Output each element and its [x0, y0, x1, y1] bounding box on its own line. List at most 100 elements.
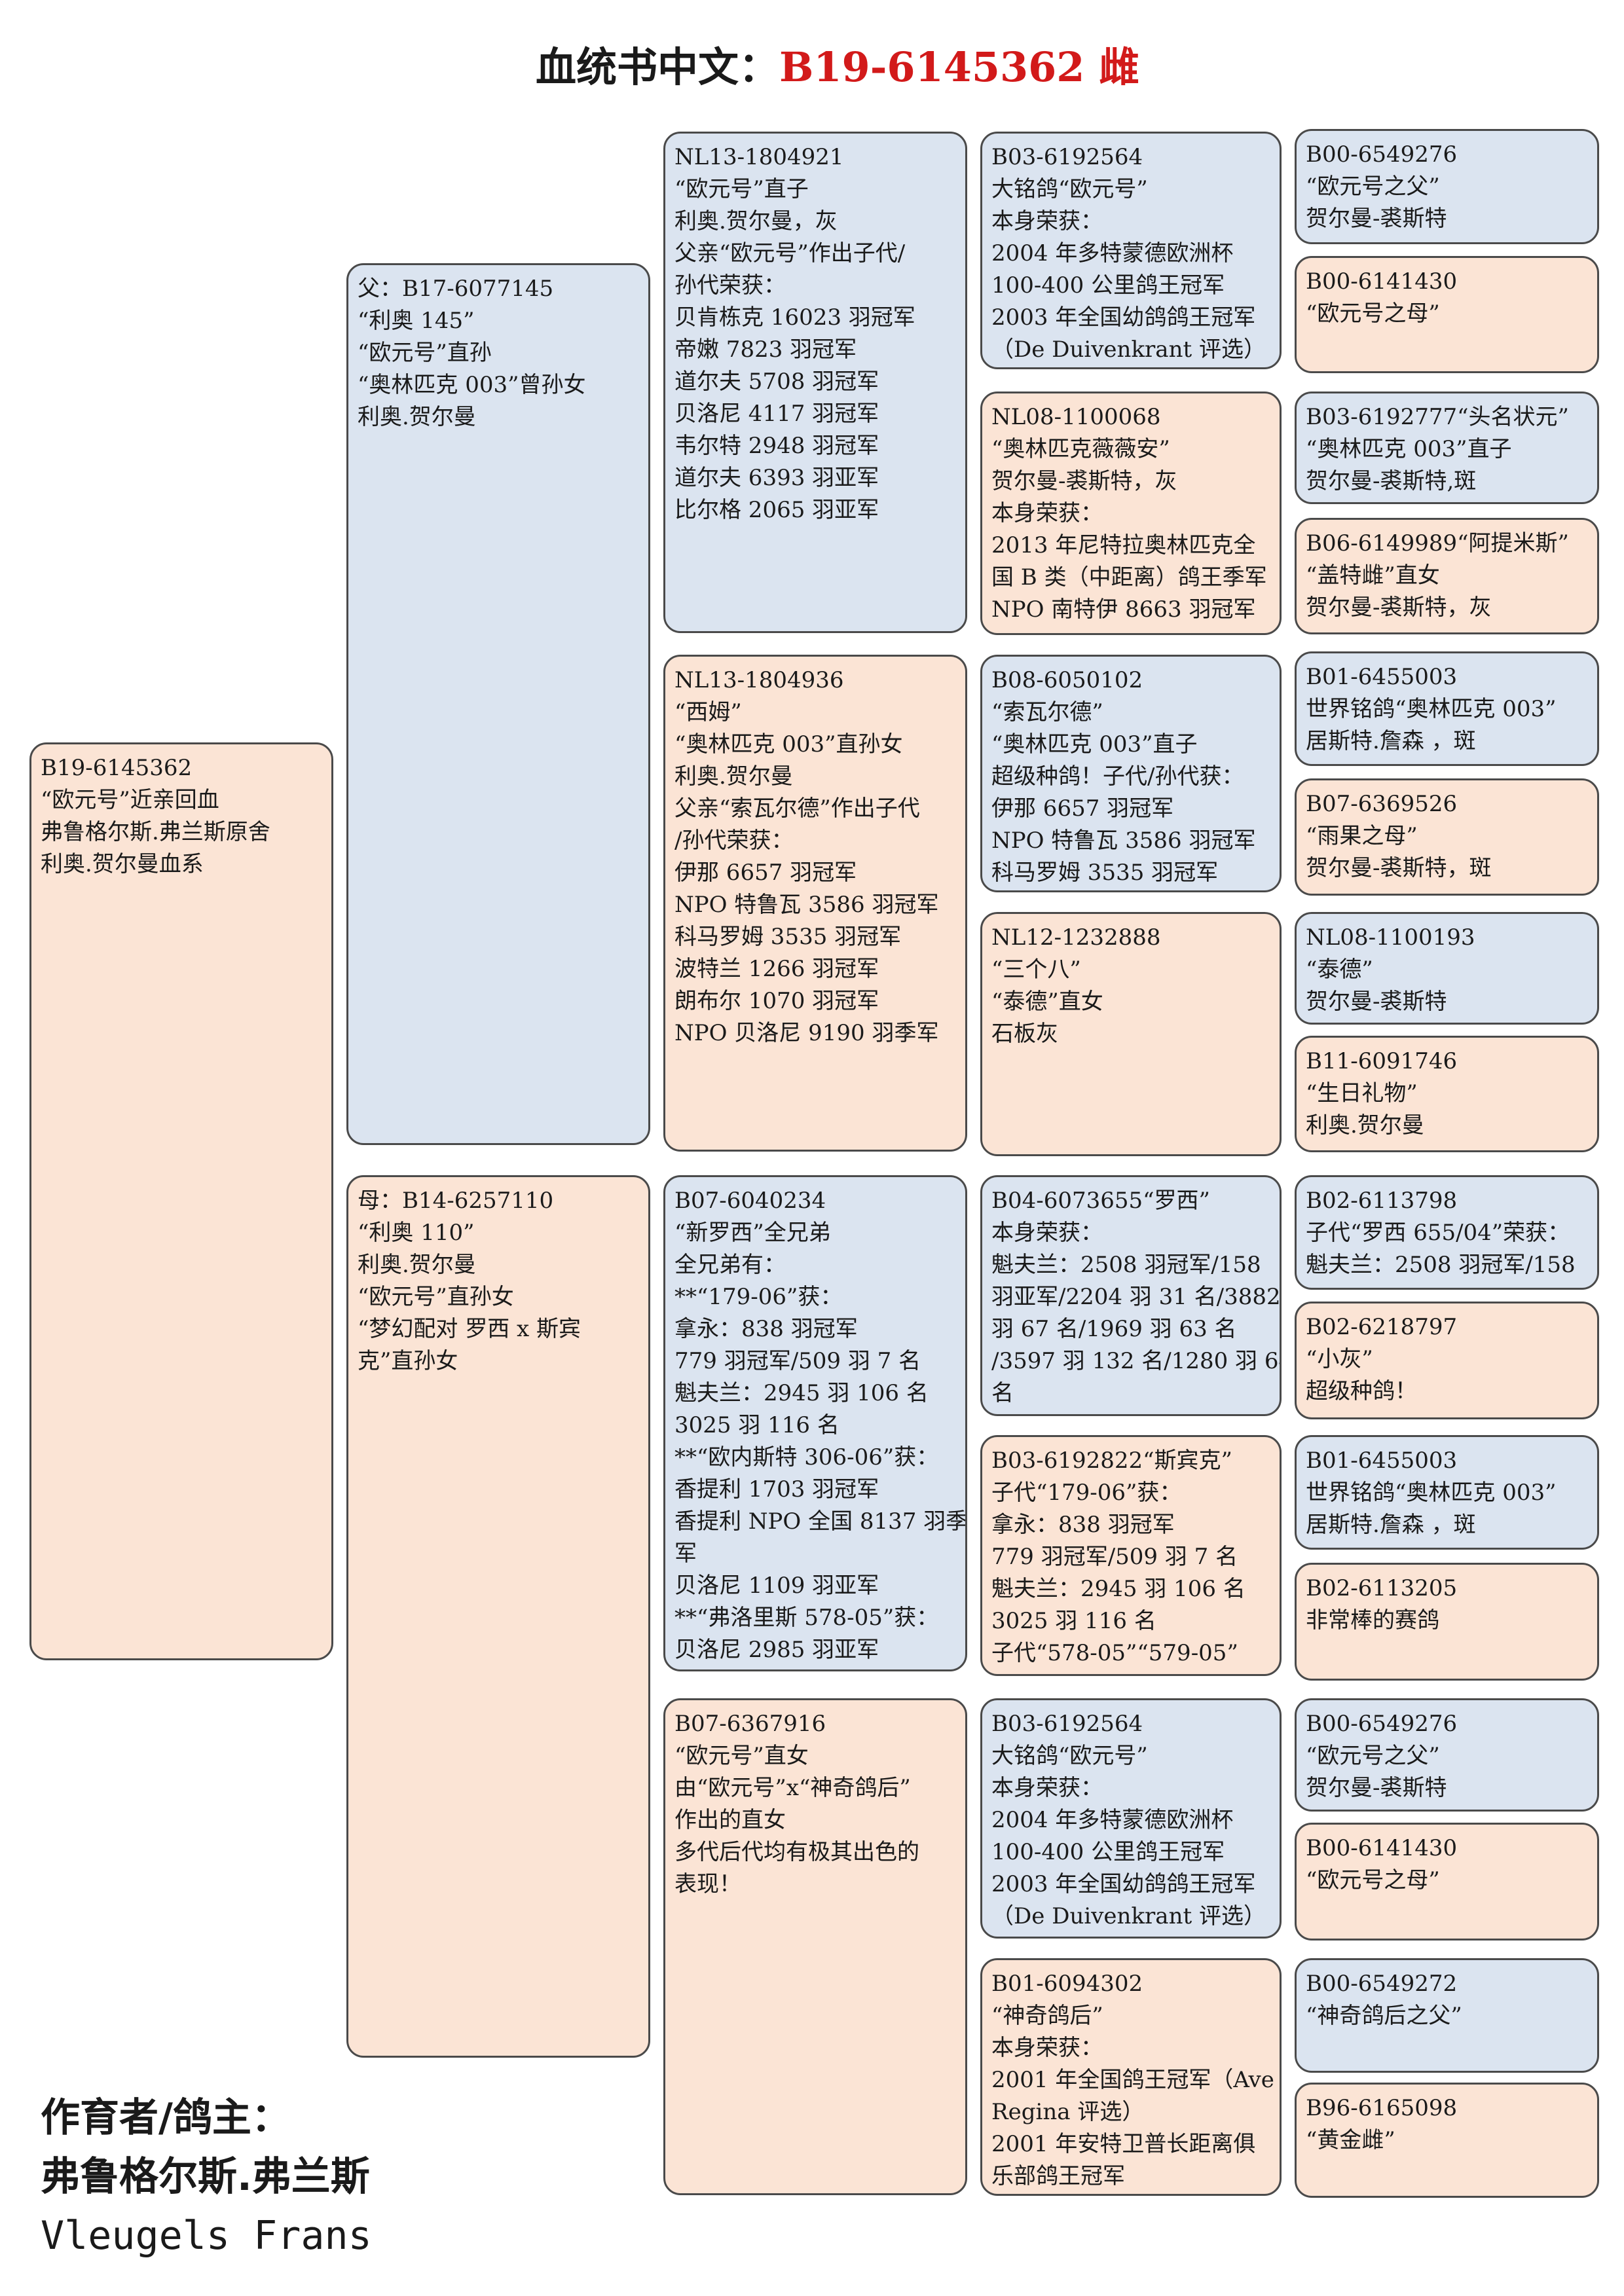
pedigree-line: 利奥.贺尔曼 — [674, 763, 793, 790]
pedigree-line: 本身荣获： — [991, 1775, 1103, 1801]
pedigree-line: NL08-1100193 — [1306, 924, 1475, 951]
pedigree-line: B07-6040234 — [674, 1188, 826, 1214]
pedigree-line: 乐部鸽王冠军 — [991, 2163, 1125, 2189]
sire-box: 父：B17-6077145“利奥 145”“欧元号”直孙“奥林匹克 003”曾孙… — [346, 263, 650, 1145]
pedigree-line: 利奥.贺尔曼，灰 — [674, 208, 838, 234]
pedigree-line: 大铭鸽“欧元号” — [991, 176, 1148, 202]
pedigree-line: 子代“179-06”获： — [991, 1480, 1182, 1506]
pedigree-line: NL13-1804936 — [674, 667, 844, 693]
pedigree-line: 2003 年全国幼鸽鸽王冠军 — [991, 1871, 1256, 1897]
grandparent-box: NL13-1804936 “西姆” “奥林匹克 003”直孙女利奥.贺尔曼父亲“索瓦… — [663, 655, 967, 1152]
pedigree-line: /3597 羽 132 名/1280 羽 64 — [991, 1348, 1282, 1374]
pedigree-line: B01-6455003 — [1306, 664, 1458, 690]
pedigree-line: 3025 羽 116 名 — [991, 1608, 1156, 1634]
pedigree-line: NL12-1232888 — [991, 924, 1161, 951]
pedigree-line: 子代“罗西 655/04”荣获： — [1306, 1220, 1570, 1246]
pedigree-line: 779 羽冠军/509 羽 7 名 — [991, 1544, 1238, 1570]
pedigree-line: 国 B 类（中距离）鸽王季军 — [991, 564, 1267, 591]
breeder-name-en: Vleugels Frans — [41, 2213, 372, 2259]
pedigree-line: B04-6073655“罗西” — [991, 1188, 1210, 1214]
pedigree-line: “小灰” — [1306, 1346, 1373, 1372]
pedigree-line: 2003 年全国幼鸽鸽王冠军 — [991, 304, 1256, 331]
pedigree-line: （De Duivenkrant 评选） — [991, 337, 1266, 363]
pedigree-line: 贝洛尼 2985 羽亚军 — [674, 1637, 879, 1663]
pedigree-line: NPO 特鲁瓦 3586 羽冠军 — [991, 828, 1256, 854]
great-great-grandparent-box: NL08-1100193“泰德”贺尔曼-裘斯特 — [1295, 912, 1599, 1025]
grandparent-box: B07-6367916“欧元号”直女由“欧元号”x“神奇鸽后”作出的直女多代后代… — [663, 1698, 967, 2195]
pedigree-line: “欧元号之母” — [1306, 301, 1440, 327]
pedigree-line: 超级种鸽！ — [1306, 1378, 1417, 1404]
pedigree-line: 由“欧元号”x“神奇鸽后” — [674, 1775, 911, 1801]
pedigree-line: “利奥 145” — [358, 308, 475, 334]
pedigree-line: “泰德”直女 — [991, 989, 1103, 1015]
pedigree-line: “盖特雌”直女 — [1306, 562, 1440, 589]
pedigree-line: 779 羽冠军/509 羽 7 名 — [674, 1348, 921, 1374]
pedigree-line: 2004 年多特蒙德欧洲杯 — [991, 240, 1234, 266]
pedigree-line: B03-6192564 — [991, 1711, 1143, 1737]
great-grandparent-box: NL12-1232888“三个八”“泰德”直女石板灰 — [980, 912, 1282, 1156]
great-great-grandparent-box: B00-6549276“欧元号之父”贺尔曼-裘斯特 — [1295, 1698, 1599, 1812]
pedigree-line: “泰德” — [1306, 957, 1373, 983]
title-ring-number: B19-6145362 雌 — [779, 43, 1139, 91]
pedigree-line: 2004 年多特蒙德欧洲杯 — [991, 1807, 1234, 1833]
pedigree-line: 3025 羽 116 名 — [674, 1412, 840, 1438]
pedigree-line: 比尔格 2065 羽亚军 — [674, 497, 879, 523]
pedigree-line: 作出的直女 — [674, 1807, 786, 1833]
pedigree-line: 伊那 6657 羽冠军 — [991, 795, 1174, 822]
pedigree-line: 非常棒的赛鸽 — [1306, 1607, 1439, 1633]
breeder-label: 作育者/鸽主： — [41, 2095, 291, 2141]
pedigree-line: “奥林匹克 003”直孙女 — [674, 731, 903, 757]
pedigree-line: 名 — [991, 1380, 1014, 1406]
pedigree-line: “雨果之母” — [1306, 823, 1418, 849]
pedigree-line: Regina 评选） — [991, 2099, 1145, 2125]
pedigree-line: 子代“578-05”“579-05” — [991, 1640, 1238, 1666]
great-great-grandparent-box: B02-6218797“小灰”超级种鸽！ — [1295, 1302, 1599, 1419]
pedigree-line: **“弗洛里斯 578-05”获： — [674, 1605, 939, 1631]
pedigree-line: “西姆” — [674, 699, 742, 725]
pedigree-line: 伊那 6657 羽冠军 — [674, 860, 857, 886]
pedigree-line: 利奥.贺尔曼 — [1306, 1112, 1424, 1139]
pedigree-line: 贝肯栋克 16023 羽冠军 — [674, 304, 915, 331]
pedigree-line: 父亲“索瓦尔德”作出子代 — [674, 795, 920, 822]
pedigree-line: 表现！ — [674, 1871, 741, 1897]
pedigree-line: B02-6113798 — [1306, 1188, 1458, 1214]
pedigree-line: **“179-06”获： — [674, 1284, 843, 1310]
pedigree-line: “神奇鸽后” — [991, 2003, 1103, 2029]
pedigree-line: 多代后代均有极其出色的 — [674, 1839, 919, 1865]
pedigree-line: B07-6369526 — [1306, 791, 1458, 817]
pedigree-line: 本身荣获： — [991, 208, 1103, 234]
great-great-grandparent-box: B96-6165098“黄金雌” — [1295, 2083, 1599, 2198]
pedigree-line: “欧元号”直子 — [674, 176, 809, 202]
pedigree-line: NPO 南特伊 8663 羽冠军 — [991, 596, 1256, 623]
pedigree-line: B08-6050102 — [991, 667, 1143, 693]
pedigree-line: 石板灰 — [991, 1021, 1058, 1047]
pedigree-line: “神奇鸽后之父” — [1306, 2003, 1462, 2029]
pedigree-line: NL08-1100068 — [991, 404, 1161, 430]
great-grandparent-box: NL08-1100068“奥林匹克薇薇安”贺尔曼-裘斯特，灰本身荣获：2013 … — [980, 392, 1282, 635]
pedigree-line: “奥林匹克 003”曾孙女 — [358, 372, 586, 398]
pedigree-line: B11-6091746 — [1306, 1048, 1458, 1074]
pedigree-line: 拿永：838 羽冠军 — [674, 1316, 858, 1342]
pedigree-line: 本身荣获： — [991, 500, 1103, 526]
pedigree-line: B07-6367916 — [674, 1711, 826, 1737]
pedigree-line: 魁夫兰：2508 羽冠军/158 — [991, 1252, 1261, 1278]
pedigree-line: B03-6192564 — [991, 144, 1143, 170]
great-great-grandparent-box: B07-6369526“雨果之母”贺尔曼-裘斯特，斑 — [1295, 778, 1599, 896]
pedigree-line: “梦幻配对 罗西 x 斯宾 — [358, 1316, 581, 1342]
pedigree-line: “欧元号之父” — [1306, 173, 1440, 200]
pedigree-line: 军 — [674, 1540, 697, 1567]
pedigree-line: 贺尔曼-裘斯特 — [1306, 1775, 1447, 1801]
pedigree-line: 拿永：838 羽冠军 — [991, 1512, 1175, 1538]
pedigree-line: 居斯特.詹森 ，斑 — [1306, 1512, 1476, 1538]
pedigree-line: 世界铭鸽“奥林匹克 003” — [1306, 1480, 1557, 1506]
pedigree-line: B96-6165098 — [1306, 2095, 1458, 2121]
pedigree-line: B19-6145362 — [41, 755, 193, 781]
pedigree-line: 本身荣获： — [991, 1220, 1103, 1246]
